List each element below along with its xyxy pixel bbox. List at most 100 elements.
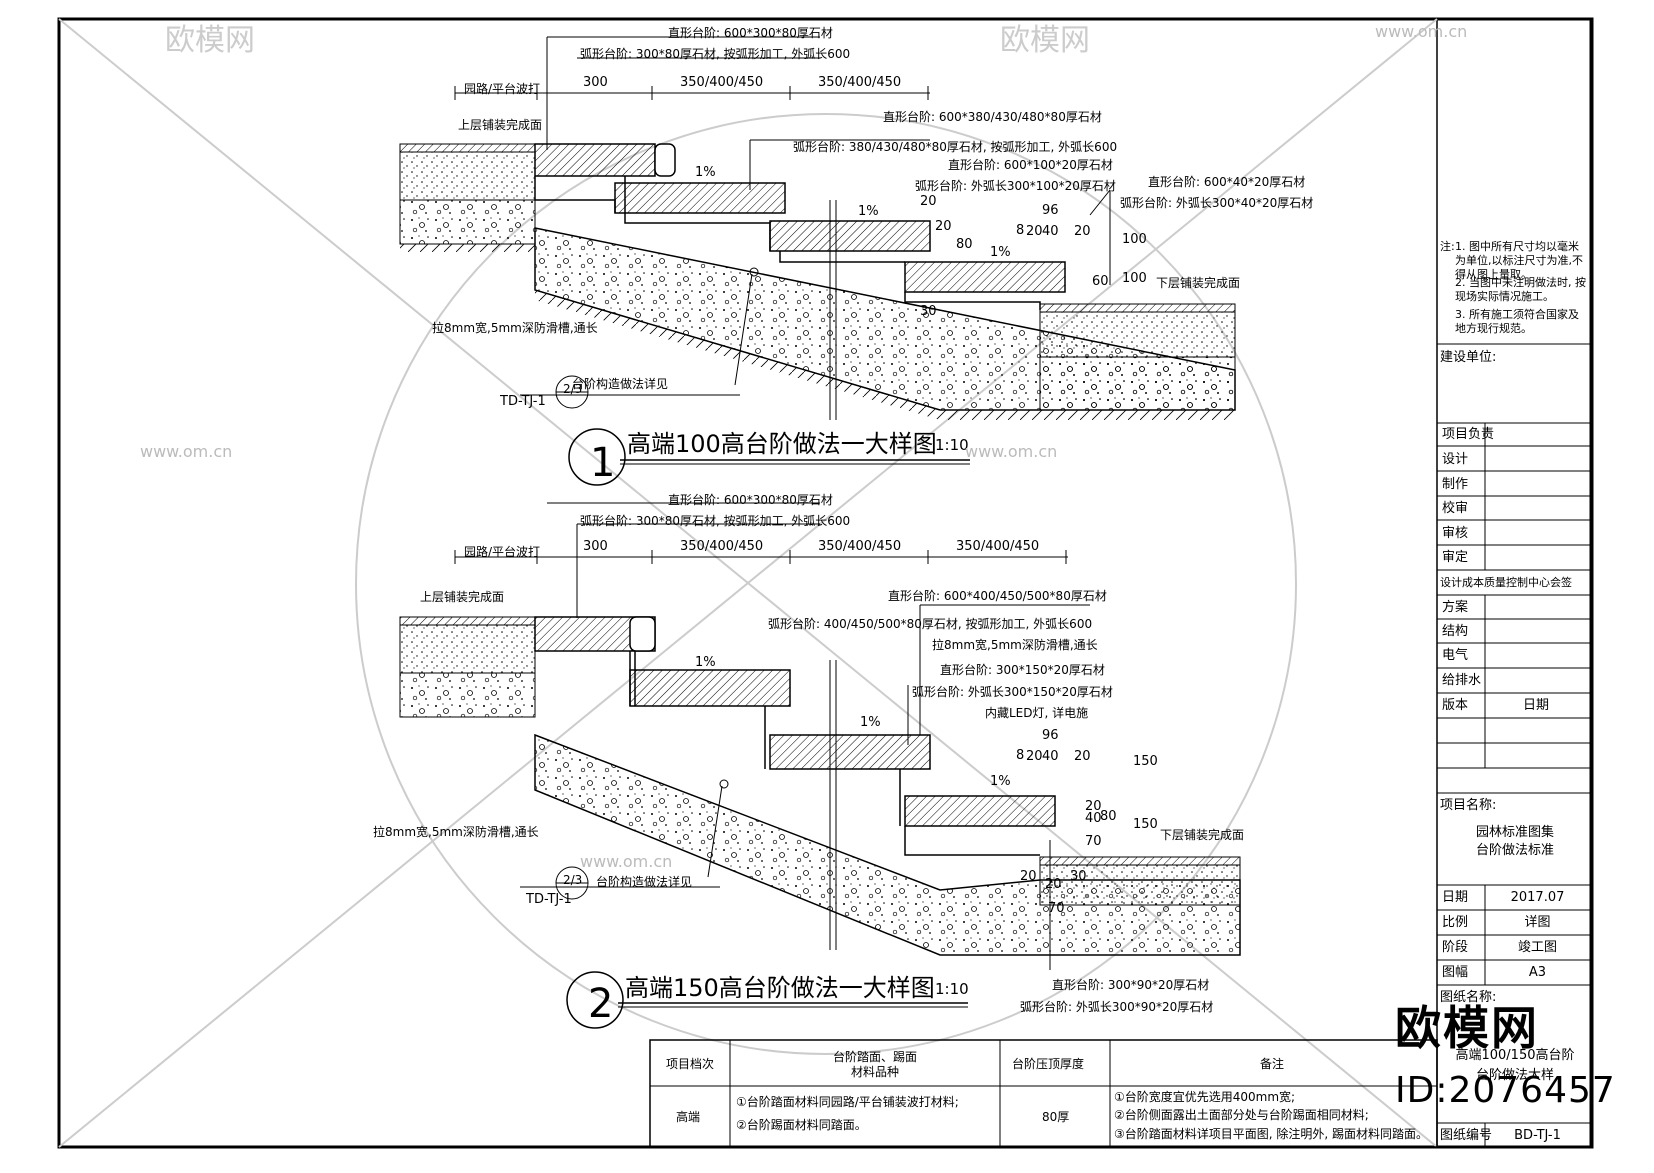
tb-meta-k-2: 比例 — [1442, 915, 1469, 930]
tb-project-name-1: 园林标准图集 — [1475, 825, 1554, 840]
tb-client-label: 建设单位: — [1440, 350, 1497, 365]
d1-dim-1: 300 — [583, 75, 608, 90]
table-row-remark-2: ②台阶侧面露出土面部分处与台阶踢面相同材料; — [1114, 1108, 1369, 1122]
tb-notes-label: 注: — [1440, 240, 1455, 253]
tb-signoff-2: 结构 — [1442, 624, 1469, 639]
watermark-site-1: www.om.cn — [140, 442, 233, 461]
d2-dim-70a: 70 — [1085, 834, 1102, 849]
tb-drawing-no: BD-TJ-1 — [1514, 1128, 1561, 1143]
d2-number: 2 — [588, 981, 614, 1027]
d1-dim-100b: 100 — [1122, 271, 1147, 286]
tb-signoff-5: 版本 — [1442, 698, 1469, 713]
tb-meta-v-2: 详图 — [1524, 915, 1551, 930]
tb-date-col: 日期 — [1523, 698, 1550, 713]
d2-dim-1: 300 — [583, 539, 608, 554]
tb-meta-k-3: 阶段 — [1442, 940, 1469, 955]
d1-number: 1 — [590, 440, 616, 486]
table-row-level: 高端 — [676, 1110, 701, 1124]
d1-note-3: 直形台阶: 600*380/430/480*80厚石材 — [883, 110, 1102, 124]
d2-ref-code: TD-TJ-1 — [526, 892, 572, 907]
table-header-material: 台阶踏面、踢面 材料品种 — [832, 1050, 917, 1079]
tb-drawing-name-1: 高端100/150高台阶 — [1455, 1048, 1575, 1063]
d1-label-upper-finish: 上层铺装完成面 — [458, 118, 543, 132]
d1-dim-20a: 20 — [1026, 224, 1043, 239]
d2-note-7: 弧形台阶: 外弧长300*150*20厚石材 — [912, 685, 1113, 699]
d2-label-ref: 台阶构造做法详见 — [596, 875, 693, 889]
d1-note-5: 直形台阶: 600*100*20厚石材 — [948, 158, 1113, 172]
tb-signoff-4: 给排水 — [1442, 673, 1482, 688]
d1-dim-30: 30 — [920, 304, 937, 319]
tb-cost-label: 设计成本质量控制中心会签 — [1440, 576, 1572, 589]
d2-dim-96: 96 — [1042, 728, 1059, 743]
tb-note-3: 3. 所有施工须符合国家及地方现行规范。 — [1455, 308, 1579, 335]
table-row-thickness: 80厚 — [1042, 1110, 1070, 1124]
d1-dim-8: 8 — [1016, 223, 1025, 238]
tb-signoff-1: 方案 — [1442, 600, 1469, 615]
d1-title: 高端100高台阶做法一大样图 — [627, 430, 937, 458]
watermark-site-3: www.om.cn — [580, 852, 673, 871]
d1-dim-20d: 20 — [935, 219, 952, 234]
d1-label-ref: 台阶构造做法详见 — [572, 377, 669, 391]
detail-1-section — [399, 36, 1236, 486]
d2-note-6: 直形台阶: 300*150*20厚石材 — [940, 663, 1105, 677]
watermark-small-2: 欧模网 — [1000, 23, 1090, 58]
d2-slope-3: 1% — [990, 774, 1011, 789]
d2-dim-30: 30 — [1070, 869, 1087, 884]
d1-note-2: 弧形台阶: 300*80厚石材, 按弧形加工, 外弧长600 — [580, 47, 851, 61]
d1-slope-1: 1% — [695, 165, 716, 180]
d2-dim-70b: 70 — [1048, 901, 1065, 916]
d1-label-groove: 拉8mm宽,5mm深防滑槽,通长 — [432, 321, 598, 335]
d1-dim-20c: 20 — [920, 194, 937, 209]
d2-note-2: 弧形台阶: 300*80厚石材, 按弧形加工, 外弧长600 — [580, 514, 851, 528]
watermark-site-4: www.om.cn — [1375, 22, 1468, 41]
d2-dim-20a: 20 — [1026, 749, 1043, 764]
watermark-brand: 欧模网 — [1395, 1001, 1539, 1055]
tb-meta-v-3: 竣工图 — [1517, 940, 1557, 955]
table-row-material-1: ①台阶踏面材料同园路/平台铺装波打材料; — [736, 1095, 959, 1109]
d2-slope-1: 1% — [695, 655, 716, 670]
tb-project-label: 项目名称: — [1440, 798, 1497, 813]
d1-note-1: 直形台阶: 600*300*80厚石材 — [668, 26, 833, 40]
d2-dim-3: 350/400/450 — [818, 539, 902, 554]
tb-project-name-2: 台阶做法标准 — [1475, 843, 1554, 858]
tb-role-2: 设计 — [1442, 452, 1469, 467]
tb-role-6: 审定 — [1442, 550, 1469, 565]
watermark-site-2: www.om.cn — [965, 442, 1058, 461]
d2-label-paving-top: 园路/平台波打 — [464, 545, 541, 559]
d2-dim-40: 40 — [1042, 749, 1059, 764]
d2-dim-40b: 40 — [1085, 811, 1102, 826]
d2-slope-2: 1% — [860, 715, 881, 730]
d1-scale: 1:10 — [935, 436, 969, 454]
table-row-remark-3: ③台阶踏面材料详项目平面图, 除注明外, 踢面材料同踏面。 — [1114, 1127, 1429, 1141]
d2-note-1: 直形台阶: 600*300*80厚石材 — [668, 493, 833, 507]
table-row-remark-1: ①台阶宽度宜优先选用400mm宽; — [1114, 1090, 1296, 1104]
tb-role-4: 校审 — [1442, 501, 1469, 516]
d2-dim-20d: 20 — [1020, 869, 1037, 884]
d1-dim-80: 80 — [956, 237, 973, 252]
d2-note-8: 内藏LED灯, 详电施 — [985, 706, 1089, 720]
d1-dim-60: 60 — [1092, 274, 1109, 289]
d2-label-upper-finish: 上层铺装完成面 — [420, 590, 505, 604]
d1-note-8: 弧形台阶: 外弧长300*40*20厚石材 — [1120, 196, 1314, 210]
table-header-thickness: 台阶压顶厚度 — [1012, 1057, 1085, 1071]
tb-role-3: 制作 — [1442, 477, 1469, 492]
tb-meta-v-4: A3 — [1528, 965, 1547, 980]
watermark-id: ID:2076457 — [1395, 1070, 1616, 1111]
tb-meta-k-4: 图幅 — [1442, 965, 1469, 980]
d1-dim-96: 96 — [1042, 203, 1059, 218]
tb-meta-v-1: 2017.07 — [1510, 890, 1565, 905]
d2-ref-num: 2/3 — [563, 873, 583, 887]
d1-note-7: 直形台阶: 600*40*20厚石材 — [1148, 175, 1306, 189]
d2-note-4: 弧形台阶: 400/450/500*80厚石材, 按弧形加工, 外弧长600 — [768, 617, 1093, 631]
d1-dim-3: 350/400/450 — [818, 75, 902, 90]
tb-role-5: 审核 — [1442, 526, 1469, 541]
d2-dim-150a: 150 — [1133, 754, 1158, 769]
d2-dim-20e: 20 — [1045, 877, 1062, 892]
d1-dim-40: 40 — [1042, 224, 1059, 239]
tb-drawing-name-2: 台阶做法大样 — [1475, 1068, 1554, 1083]
d1-slope-2: 1% — [858, 204, 879, 219]
d1-ref-code: TD-TJ-1 — [500, 394, 546, 409]
d2-dim-2: 350/400/450 — [680, 539, 764, 554]
